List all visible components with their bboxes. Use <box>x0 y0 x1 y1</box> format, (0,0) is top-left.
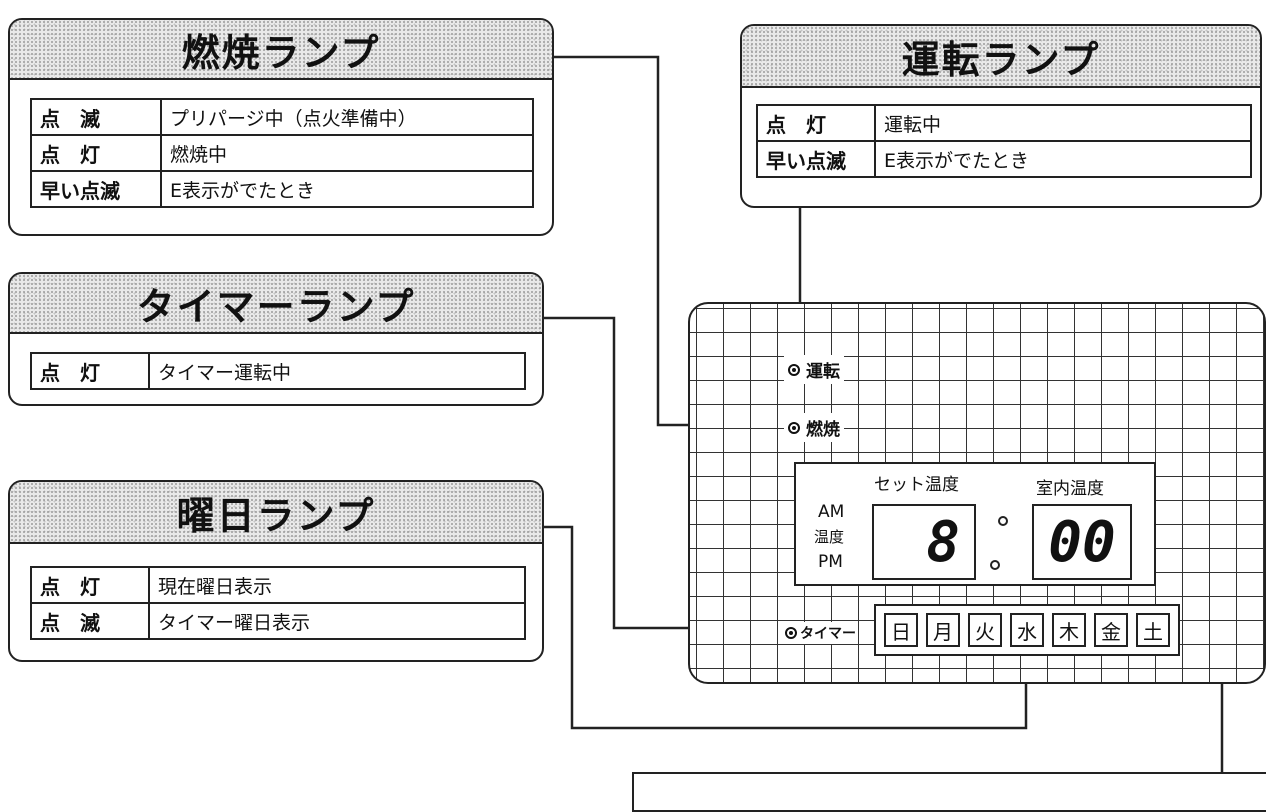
weekday-lamp-card-header: 曜日ランプ <box>10 482 542 544</box>
state-cell: 早い点滅 <box>30 170 162 208</box>
combustion-lamp-card-header: 燃焼ランプ <box>10 20 552 80</box>
state-cell: 早い点滅 <box>756 140 876 178</box>
timer-lamp-table: 点 灯 タイマー運転中 <box>30 352 526 390</box>
day-saturday: 土 <box>1136 613 1170 647</box>
operation-lamp-card-header: 運転ランプ <box>742 26 1260 88</box>
colon-dot-lower <box>990 560 1000 570</box>
table-row: 点 灯 タイマー運転中 <box>30 352 526 390</box>
table-row: 早い点滅 E表示がでたとき <box>30 170 534 208</box>
day-sunday: 日 <box>884 613 918 647</box>
combustion-lamp-card: 燃焼ランプ 点 滅 プリパージ中（点火準備中） 点 灯 燃焼中 早い点滅 E表示… <box>8 18 554 236</box>
temp-mode-label: 温度 <box>814 528 845 546</box>
timer-lamp-label: タイマー <box>800 626 856 642</box>
day-wednesday: 水 <box>1010 613 1044 647</box>
timer-lamp: タイマー <box>783 622 858 644</box>
operation-lamp-title: 運転ランプ <box>901 37 1101 82</box>
state-label: 点 灯 <box>766 112 826 137</box>
weekday-lamp-title: 曜日ランプ <box>176 493 376 538</box>
desc-cell: E表示がでたとき <box>874 140 1252 178</box>
state-cell: 点 灯 <box>756 104 876 142</box>
state-cell: 点 滅 <box>30 98 162 136</box>
operation-lamp-label: 運転 <box>806 362 840 382</box>
timer-lamp-title: タイマーランプ <box>136 284 416 329</box>
day-friday: 金 <box>1094 613 1128 647</box>
table-row: 点 滅 プリパージ中（点火準備中） <box>30 98 534 136</box>
timer-lamp-card: タイマーランプ 点 灯 タイマー運転中 <box>8 272 544 406</box>
table-row: 点 灯 燃焼中 <box>30 134 534 172</box>
combustion-lamp-title: 燃焼ランプ <box>181 30 381 75</box>
day-tuesday: 火 <box>968 613 1002 647</box>
state-cell: 点 灯 <box>30 566 150 604</box>
am-label: AM <box>818 502 845 522</box>
table-row: 点 灯 運転中 <box>756 104 1252 142</box>
state-label: 点 灯 <box>40 574 100 599</box>
table-row: 点 滅 タイマー曜日表示 <box>30 602 526 640</box>
weekday-bar: 日 月 火 水 木 金 土 <box>874 604 1180 656</box>
lamp-indicator-icon <box>788 363 800 376</box>
combustion-lamp-label: 燃焼 <box>806 420 840 440</box>
lamp-indicator-icon <box>788 421 800 434</box>
state-label: 点 滅 <box>40 106 100 131</box>
room-temp-label: 室内温度 <box>1036 479 1104 499</box>
day-thursday: 木 <box>1052 613 1086 647</box>
state-label: 早い点滅 <box>40 178 120 203</box>
desc-cell: E表示がでたとき <box>160 170 534 208</box>
desc-cell: タイマー曜日表示 <box>148 602 526 640</box>
operation-lamp-card: 運転ランプ 点 灯 運転中 早い点滅 E表示がでたとき <box>740 24 1262 208</box>
room-temp-readout: 00 <box>1032 504 1132 580</box>
combustion-lamp-table: 点 滅 プリパージ中（点火準備中） 点 灯 燃焼中 早い点滅 E表示がでたとき <box>30 98 534 208</box>
day-monday: 月 <box>926 613 960 647</box>
table-row: 点 灯 現在曜日表示 <box>30 566 526 604</box>
set-temp-readout: 8 <box>872 504 976 580</box>
desc-cell: 現在曜日表示 <box>148 566 526 604</box>
timer-lamp-card-header: タイマーランプ <box>10 274 542 334</box>
combustion-lamp: 燃焼 <box>784 413 844 442</box>
desc-cell: プリパージ中（点火準備中） <box>160 98 534 136</box>
desc-cell: 燃焼中 <box>160 134 534 172</box>
display-note-box <box>632 772 1266 812</box>
weekday-lamp-card: 曜日ランプ 点 灯 現在曜日表示 点 滅 タイマー曜日表示 <box>8 480 544 662</box>
desc-cell: タイマー運転中 <box>148 352 526 390</box>
state-label: 点 灯 <box>40 142 100 167</box>
state-label: 点 滅 <box>40 610 100 635</box>
state-cell: 点 灯 <box>30 352 150 390</box>
pm-label: PM <box>818 552 843 572</box>
colon-dot-upper <box>998 516 1008 526</box>
table-row: 早い点滅 E表示がでたとき <box>756 140 1252 178</box>
temperature-display: セット温度 室内温度 AM 温度 PM 8 00 <box>794 462 1156 586</box>
operation-lamp-table: 点 灯 運転中 早い点滅 E表示がでたとき <box>756 104 1252 178</box>
lamp-indicator-icon <box>785 627 797 639</box>
desc-cell: 運転中 <box>874 104 1252 142</box>
state-cell: 点 滅 <box>30 602 150 640</box>
state-label: 点 灯 <box>40 360 100 385</box>
state-label: 早い点滅 <box>766 148 846 173</box>
set-temp-label: セット温度 <box>874 475 959 495</box>
state-cell: 点 灯 <box>30 134 162 172</box>
weekday-lamp-table: 点 灯 現在曜日表示 点 滅 タイマー曜日表示 <box>30 566 526 640</box>
operation-lamp: 運転 <box>784 355 844 384</box>
